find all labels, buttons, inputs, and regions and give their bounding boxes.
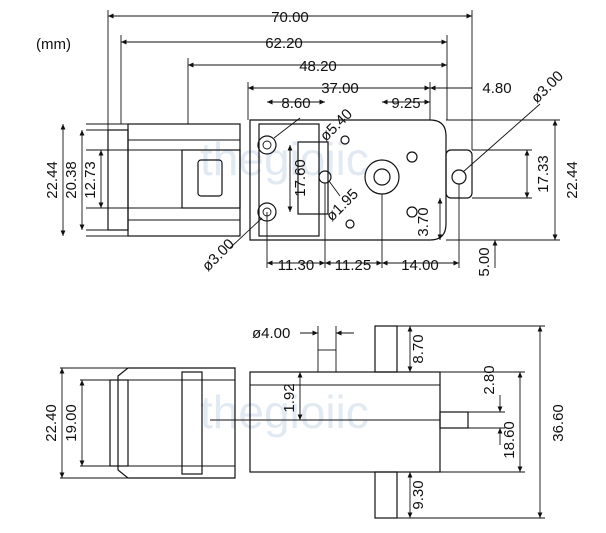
- dim-18-60: 18.60: [501, 421, 518, 459]
- dim-48-20: 48.20: [299, 58, 337, 75]
- screw-hole-a: [406, 151, 418, 163]
- dim-3-70: 3.70: [415, 207, 432, 236]
- dim-11-30: 11.30: [278, 257, 314, 274]
- output-shaft: [439, 411, 469, 429]
- dim-dia-3-00-bottom: ø3.00: [199, 236, 238, 275]
- dim-2-80: 2.80: [481, 365, 498, 394]
- dim-dia-1-95: ø1.95: [323, 186, 362, 225]
- dim-36-60: 36.60: [550, 404, 567, 442]
- dim-11-25: 11.25: [335, 257, 371, 274]
- dim-70-00: 70.00: [271, 9, 309, 26]
- dim-19-00: 19.00: [63, 404, 80, 442]
- dim-1-92: 1.92: [281, 383, 298, 412]
- dim-22-44-right: 22.44: [564, 161, 581, 199]
- dim-4-80: 4.80: [482, 80, 511, 97]
- dim-9-25: 9.25: [391, 95, 420, 112]
- gear-housing: [258, 123, 320, 237]
- mount-hole-top: [257, 135, 277, 155]
- motor-endcap: [107, 129, 129, 231]
- dim-8-70: 8.70: [410, 334, 427, 363]
- dim-37-00: 37.00: [321, 80, 359, 97]
- dim-12-73: 12.73: [82, 161, 99, 199]
- watermark-bottom: thegioiic: [200, 386, 369, 438]
- output-shaft-inner: [373, 168, 391, 186]
- dim-17-60: 17.60: [292, 159, 309, 197]
- dim-62-20: 62.20: [265, 35, 303, 52]
- dim-22-44-left: 22.44: [44, 161, 61, 199]
- side-view: ø4.00 22.40 19.00 1.92 8.70 2.80 18.60 3…: [43, 325, 567, 519]
- tab-hole: [451, 169, 467, 185]
- gearbox-body: [249, 119, 447, 241]
- dim-dia-3-00-top: ø3.00: [528, 68, 567, 107]
- dim-9-30: 9.30: [410, 480, 427, 509]
- bottom-mount-tab: [374, 471, 398, 519]
- screw-hole-c: [345, 219, 355, 229]
- dim-5-00: 5.00: [476, 247, 493, 276]
- dim-14-00: 14.00: [401, 257, 439, 274]
- screw-hole-b: [406, 206, 418, 218]
- dim-20-38: 20.38: [63, 161, 80, 199]
- dim-dia-4-00: ø4.00: [252, 325, 290, 342]
- dim-8-60: 8.60: [281, 95, 310, 112]
- dim-17-33: 17.33: [535, 155, 552, 193]
- screw-hole-d: [340, 135, 350, 145]
- side-endcap: [109, 379, 129, 467]
- top-view: 70.00 62.20 48.20 37.00 4.80 8.60 9.25 1…: [44, 9, 581, 277]
- motor-terminal: [197, 159, 223, 197]
- top-mount-tab: [374, 325, 398, 373]
- dim-22-40: 22.40: [43, 404, 60, 442]
- side-clip: [181, 371, 203, 475]
- watermark-top: thegioiic: [200, 133, 369, 185]
- side-shaft-boss: [317, 349, 337, 373]
- unit-label: (mm): [36, 36, 71, 53]
- output-shaft-outer: [364, 159, 400, 195]
- motor-clip: [181, 149, 241, 209]
- inner-block: [297, 141, 329, 215]
